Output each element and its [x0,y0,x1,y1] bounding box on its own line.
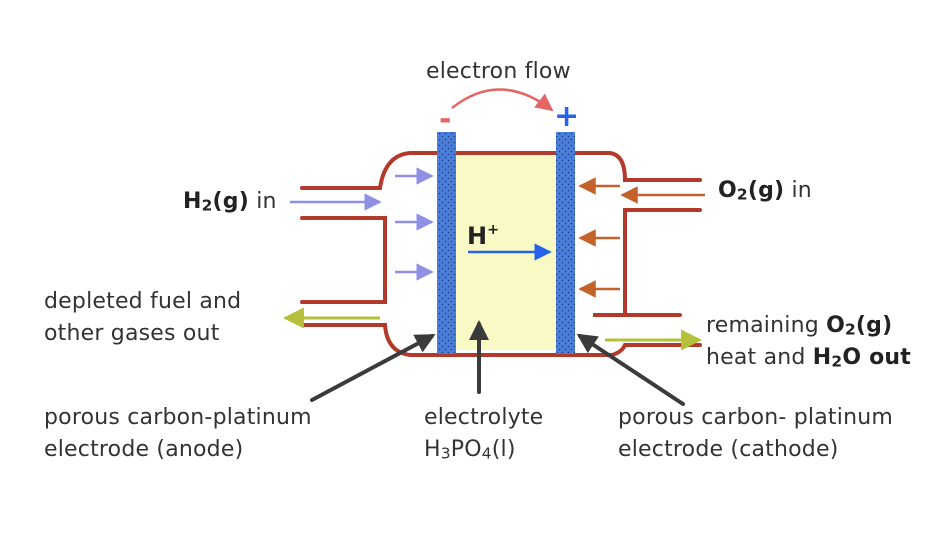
h2-in-label: H2(g) in [183,189,277,215]
electron-flow-label: electron flow [426,59,571,84]
cathode-electrode [556,132,575,354]
electron-flow-arrow [451,88,554,112]
pointer-arrows [310,320,685,406]
anode-electrode [437,132,456,354]
electrolyte-label: electrolyte H3PO4(l) [424,405,544,463]
h2-flow-arrows [290,167,434,281]
exhaust-arrows [282,307,703,351]
plus-terminal: + [554,99,580,134]
cell-casing [300,151,702,357]
proton-label: H+ [467,221,500,250]
minus-terminal: - [439,102,452,137]
remaining-output-label: remaining O2(g) heat and H2O out [706,313,911,371]
o2-flow-arrows [578,177,705,298]
cathode-label: porous carbon- platinum electrode (catho… [618,405,893,462]
o2-in-label: O2(g) in [718,178,812,204]
anode-label: porous carbon-platinum electrode (anode) [44,405,312,462]
depleted-fuel-label: depleted fuel and other gases out [44,289,242,346]
